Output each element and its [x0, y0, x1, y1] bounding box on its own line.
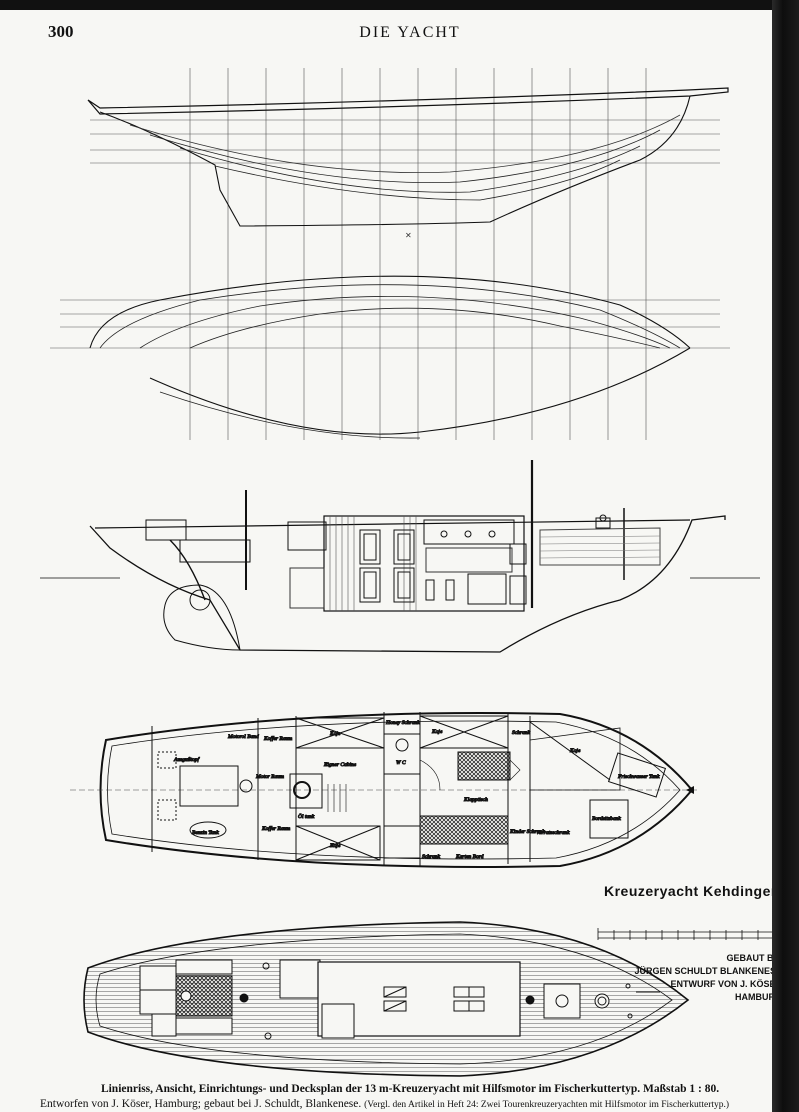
page-number: 300 [48, 22, 74, 41]
magazine-page: 300 DIE YACHT [0, 10, 772, 1112]
yacht-plans-drawing: ✕ [40, 68, 772, 1077]
label-schrank-1: Schrank [512, 730, 531, 736]
hull-outline-plan [99, 712, 694, 868]
caption-line-1: Linienriss, Ansicht, Einrichtungs- und D… [100, 1083, 720, 1095]
label-koffer-raum-bottom: Koffer Raum [261, 825, 290, 832]
book-gutter [772, 0, 799, 1112]
label-koje-2: Koje [431, 729, 443, 735]
label-karten-bord: Karten Bord [455, 854, 484, 860]
label-benzin-tank: Benzin Tank [192, 830, 219, 836]
builder-line-2: JÜRGEN SCHULDT BLANKENESE [634, 966, 772, 976]
label-wc: W C [396, 760, 406, 766]
label-oel-tank: Öl tank [298, 812, 315, 820]
caption-line-2: Entworfen von J. Köser, Hamburg; gebaut … [40, 1097, 772, 1112]
profile-view [40, 460, 760, 653]
drawing-title-stamp: Kreuzeryacht Kehdingen [604, 883, 772, 899]
hull-profile [89, 515, 726, 653]
builder-line-4: HAMBURG [735, 992, 772, 1002]
lines-plan: ✕ [50, 68, 730, 440]
accommodation-plan: Motorol Band Koffer Raum Koje Honey Schr… [70, 712, 700, 868]
label-koje-1: Koje [329, 731, 341, 737]
deck-plan [83, 921, 690, 1077]
station-lines [189, 68, 647, 440]
propeller-aperture [163, 584, 241, 651]
builder-credits: GEBAUT BEI JÜRGEN SCHULDT BLANKENESE ENT… [632, 952, 772, 1004]
builder-line-3: ENTWURF VON J. KÖSER [670, 979, 772, 989]
table-bottom [419, 815, 509, 845]
label-schrank-2: Schrank [422, 854, 441, 860]
label-eigner-cabine: Eigner Cabine [323, 762, 357, 768]
label-klapptisch: Klapptisch [463, 797, 488, 803]
label-motor-raum: Motor Raum [255, 774, 284, 780]
scan-top-edge [0, 0, 799, 10]
svg-text:✕: ✕ [405, 231, 412, 240]
label-bordsitzbank: Bordsitzbank [592, 816, 621, 822]
label-frischwasser-tank: Frischwasser Tank [617, 774, 660, 780]
label-koffer-raum-top: Koffer Raum [263, 735, 292, 742]
figure-caption: Linienriss, Ansicht, Einrichtungs- und D… [40, 1082, 772, 1112]
label-ausguss: Ausgußtopf [173, 756, 201, 763]
half-breadth-plan [89, 275, 691, 349]
label-motorol-band: Motorol Band [227, 734, 259, 740]
sheer-line [87, 87, 729, 115]
caption-line-2-text: Entworfen von J. Köser, Hamburg; gebaut … [40, 1098, 362, 1110]
running-title: DIE YACHT [359, 24, 461, 41]
label-kinder-schrank: Kinder Schrank [509, 829, 545, 835]
scale-bar [597, 928, 772, 940]
label-vorratsschrank: Vorratsschrank [536, 830, 570, 836]
table-top [457, 751, 511, 781]
waterlines [50, 119, 730, 349]
label-koje-3: Koje [569, 748, 581, 754]
profile-hull [99, 95, 691, 227]
body-plan-curve [149, 347, 691, 435]
caption-line-2-note: (Vergl. den Artikel in Heft 24: Zwei Tou… [364, 1100, 730, 1110]
builder-line-1: GEBAUT BEI [726, 953, 772, 963]
label-koje-4: Koje [329, 843, 341, 849]
label-honig-schrank: Honey Schrank [385, 720, 420, 726]
